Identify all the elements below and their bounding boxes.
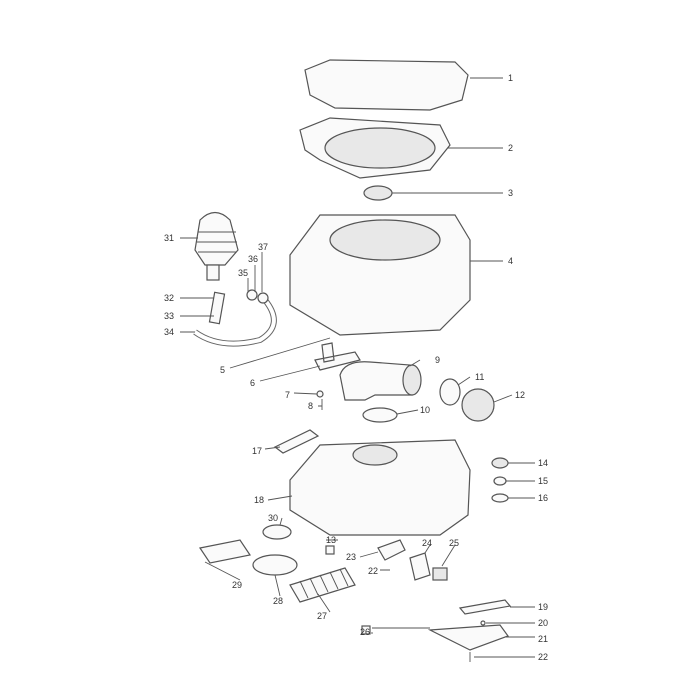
- part-31-bellows: [194, 211, 239, 266]
- label-17: 17: [252, 446, 262, 456]
- label-31: 31: [164, 233, 174, 243]
- label-37: 37: [258, 242, 268, 252]
- label-24: 24: [422, 538, 432, 548]
- label-4: 4: [508, 256, 513, 266]
- label-32: 32: [164, 293, 174, 303]
- part-29-plate: [199, 539, 251, 564]
- seat-opening: [324, 127, 436, 169]
- label-20: 20: [538, 618, 548, 628]
- tank-opening: [329, 219, 441, 261]
- part-20-pin: [480, 620, 486, 626]
- label-10: 10: [420, 405, 430, 415]
- part-18-lower-tank: [289, 439, 471, 536]
- part-1-lid: [304, 59, 469, 111]
- label-8: 8: [308, 401, 313, 411]
- part-24-latch: [409, 552, 431, 581]
- part-11-seal: [439, 378, 461, 406]
- label-15: 15: [538, 476, 548, 486]
- label-22-lower: 22: [538, 652, 548, 662]
- label-12: 12: [515, 390, 525, 400]
- part-7-knob: [316, 390, 324, 398]
- label-34: 34: [164, 327, 174, 337]
- label-22-upper: 22: [368, 566, 378, 576]
- label-7: 7: [285, 390, 290, 400]
- part-14-cap: [491, 457, 509, 469]
- label-18: 18: [254, 495, 264, 505]
- part-21-handle: [427, 624, 509, 651]
- part-16-valve: [491, 493, 509, 503]
- part-13-block: [325, 545, 335, 555]
- part-19-lever: [458, 599, 512, 615]
- part-26-clip: [361, 625, 371, 635]
- part-23-bracket: [377, 539, 406, 561]
- label-35: 35: [238, 268, 248, 278]
- label-21: 21: [538, 634, 548, 644]
- part-10-ring: [362, 407, 398, 423]
- label-19: 19: [538, 602, 548, 612]
- label-29: 29: [232, 580, 242, 590]
- part-35-connector: [246, 289, 258, 301]
- label-2: 2: [508, 143, 513, 153]
- label-9: 9: [435, 355, 440, 365]
- lower-tank-opening: [352, 444, 398, 466]
- part-37-clamp: [257, 292, 269, 304]
- label-33: 33: [164, 311, 174, 321]
- part-28-valve-seat: [252, 554, 298, 576]
- label-28: 28: [273, 596, 283, 606]
- elbow-thread: [402, 364, 422, 396]
- part-27-spring: [289, 567, 356, 603]
- label-27: 27: [317, 611, 327, 621]
- label-5: 5: [220, 365, 225, 375]
- label-1: 1: [508, 73, 513, 83]
- label-11: 11: [475, 372, 484, 382]
- part-3-cap: [363, 185, 393, 201]
- part-25-block: [432, 567, 448, 581]
- label-23: 23: [346, 552, 356, 562]
- label-13: 13: [326, 535, 336, 545]
- part-9-elbow: [339, 361, 413, 401]
- leader-lines: [180, 77, 535, 658]
- label-36: 36: [248, 254, 258, 264]
- part-32-tube: [208, 291, 226, 325]
- label-26: 26: [360, 627, 370, 637]
- label-25: 25: [449, 538, 459, 548]
- part-30-ring: [262, 524, 292, 540]
- part-15-washer: [493, 476, 507, 486]
- label-6: 6: [250, 378, 255, 388]
- label-16: 16: [538, 493, 548, 503]
- bellows-nozzle: [206, 264, 220, 281]
- label-3: 3: [508, 188, 513, 198]
- label-14: 14: [538, 458, 548, 468]
- part-17-clip: [273, 429, 320, 454]
- part-12-cap: [461, 388, 495, 422]
- label-30: 30: [268, 513, 278, 523]
